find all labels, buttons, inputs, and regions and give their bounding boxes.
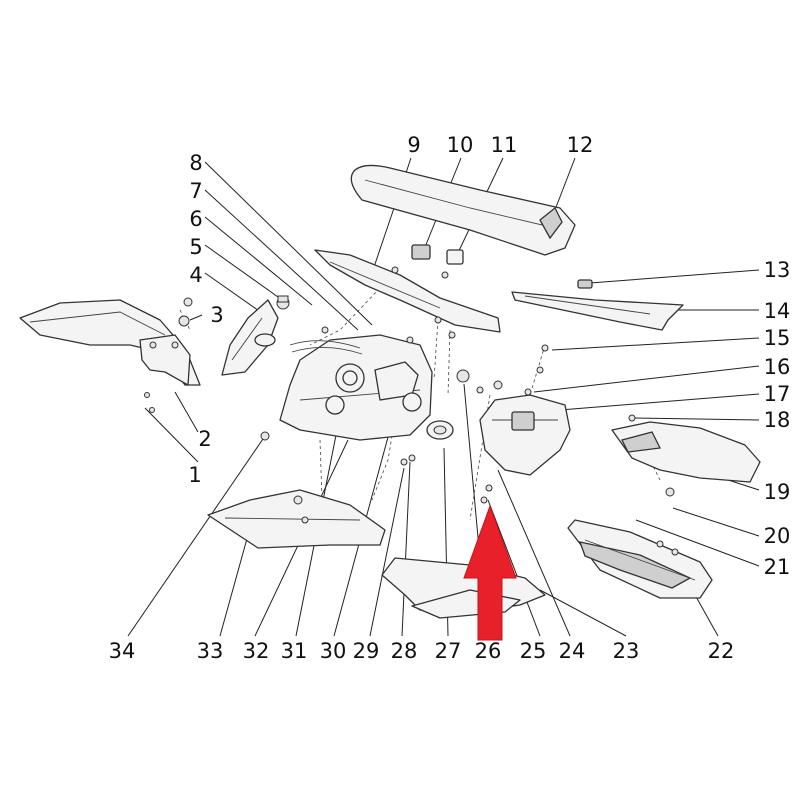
callout-34: 34 <box>109 639 136 663</box>
callout-19: 19 <box>764 480 791 504</box>
callout-10: 10 <box>447 133 474 157</box>
callout-31: 31 <box>281 639 308 663</box>
side-cover-33 <box>207 489 386 549</box>
callout-28: 28 <box>391 639 418 663</box>
callout-2: 2 <box>198 427 211 451</box>
callout-5: 5 <box>189 235 202 259</box>
callout-33: 33 <box>197 639 224 663</box>
callout-14: 14 <box>764 299 791 323</box>
rear-bracket-17 <box>476 344 571 504</box>
callout-17: 17 <box>764 382 791 406</box>
small-parts <box>260 369 470 466</box>
callout-27: 27 <box>435 639 462 663</box>
callout-29: 29 <box>353 639 380 663</box>
seat-bracket-9 <box>314 244 501 333</box>
callout-13: 13 <box>764 258 791 282</box>
callout-23: 23 <box>613 639 640 663</box>
callout-8: 8 <box>189 151 202 175</box>
callout-12: 12 <box>567 133 594 157</box>
callout-3: 3 <box>210 303 223 327</box>
nut-3 <box>178 297 193 327</box>
callout-26: 26 <box>475 639 502 663</box>
callout-4: 4 <box>189 263 202 287</box>
callout-32: 32 <box>243 639 270 663</box>
rail-14 <box>511 279 684 331</box>
callout-25: 25 <box>520 639 547 663</box>
callout-30: 30 <box>320 639 347 663</box>
callout-18: 18 <box>764 408 791 432</box>
airbox-assembly <box>279 316 456 441</box>
headlight-bracket <box>221 295 290 376</box>
callout-20: 20 <box>764 524 791 548</box>
callout-16: 16 <box>764 355 791 379</box>
taillight-19 <box>611 414 761 497</box>
front-fender <box>19 299 201 413</box>
seat-12 <box>350 164 576 256</box>
callout-9: 9 <box>407 133 420 157</box>
callout-24: 24 <box>559 639 586 663</box>
highlight-arrow <box>463 504 517 641</box>
rear-mudguard-22 <box>567 519 713 599</box>
callout-1: 1 <box>188 463 201 487</box>
callout-21: 21 <box>764 555 791 579</box>
callout-15: 15 <box>764 326 791 350</box>
callout-11: 11 <box>491 133 518 157</box>
lower-cover-23 <box>381 557 546 619</box>
callout-6: 6 <box>189 207 202 231</box>
callout-7: 7 <box>189 179 202 203</box>
callout-labels: 1 2 3 4 5 6 7 8 9 10 11 12 13 14 15 16 1… <box>109 133 791 663</box>
callout-22: 22 <box>708 639 735 663</box>
